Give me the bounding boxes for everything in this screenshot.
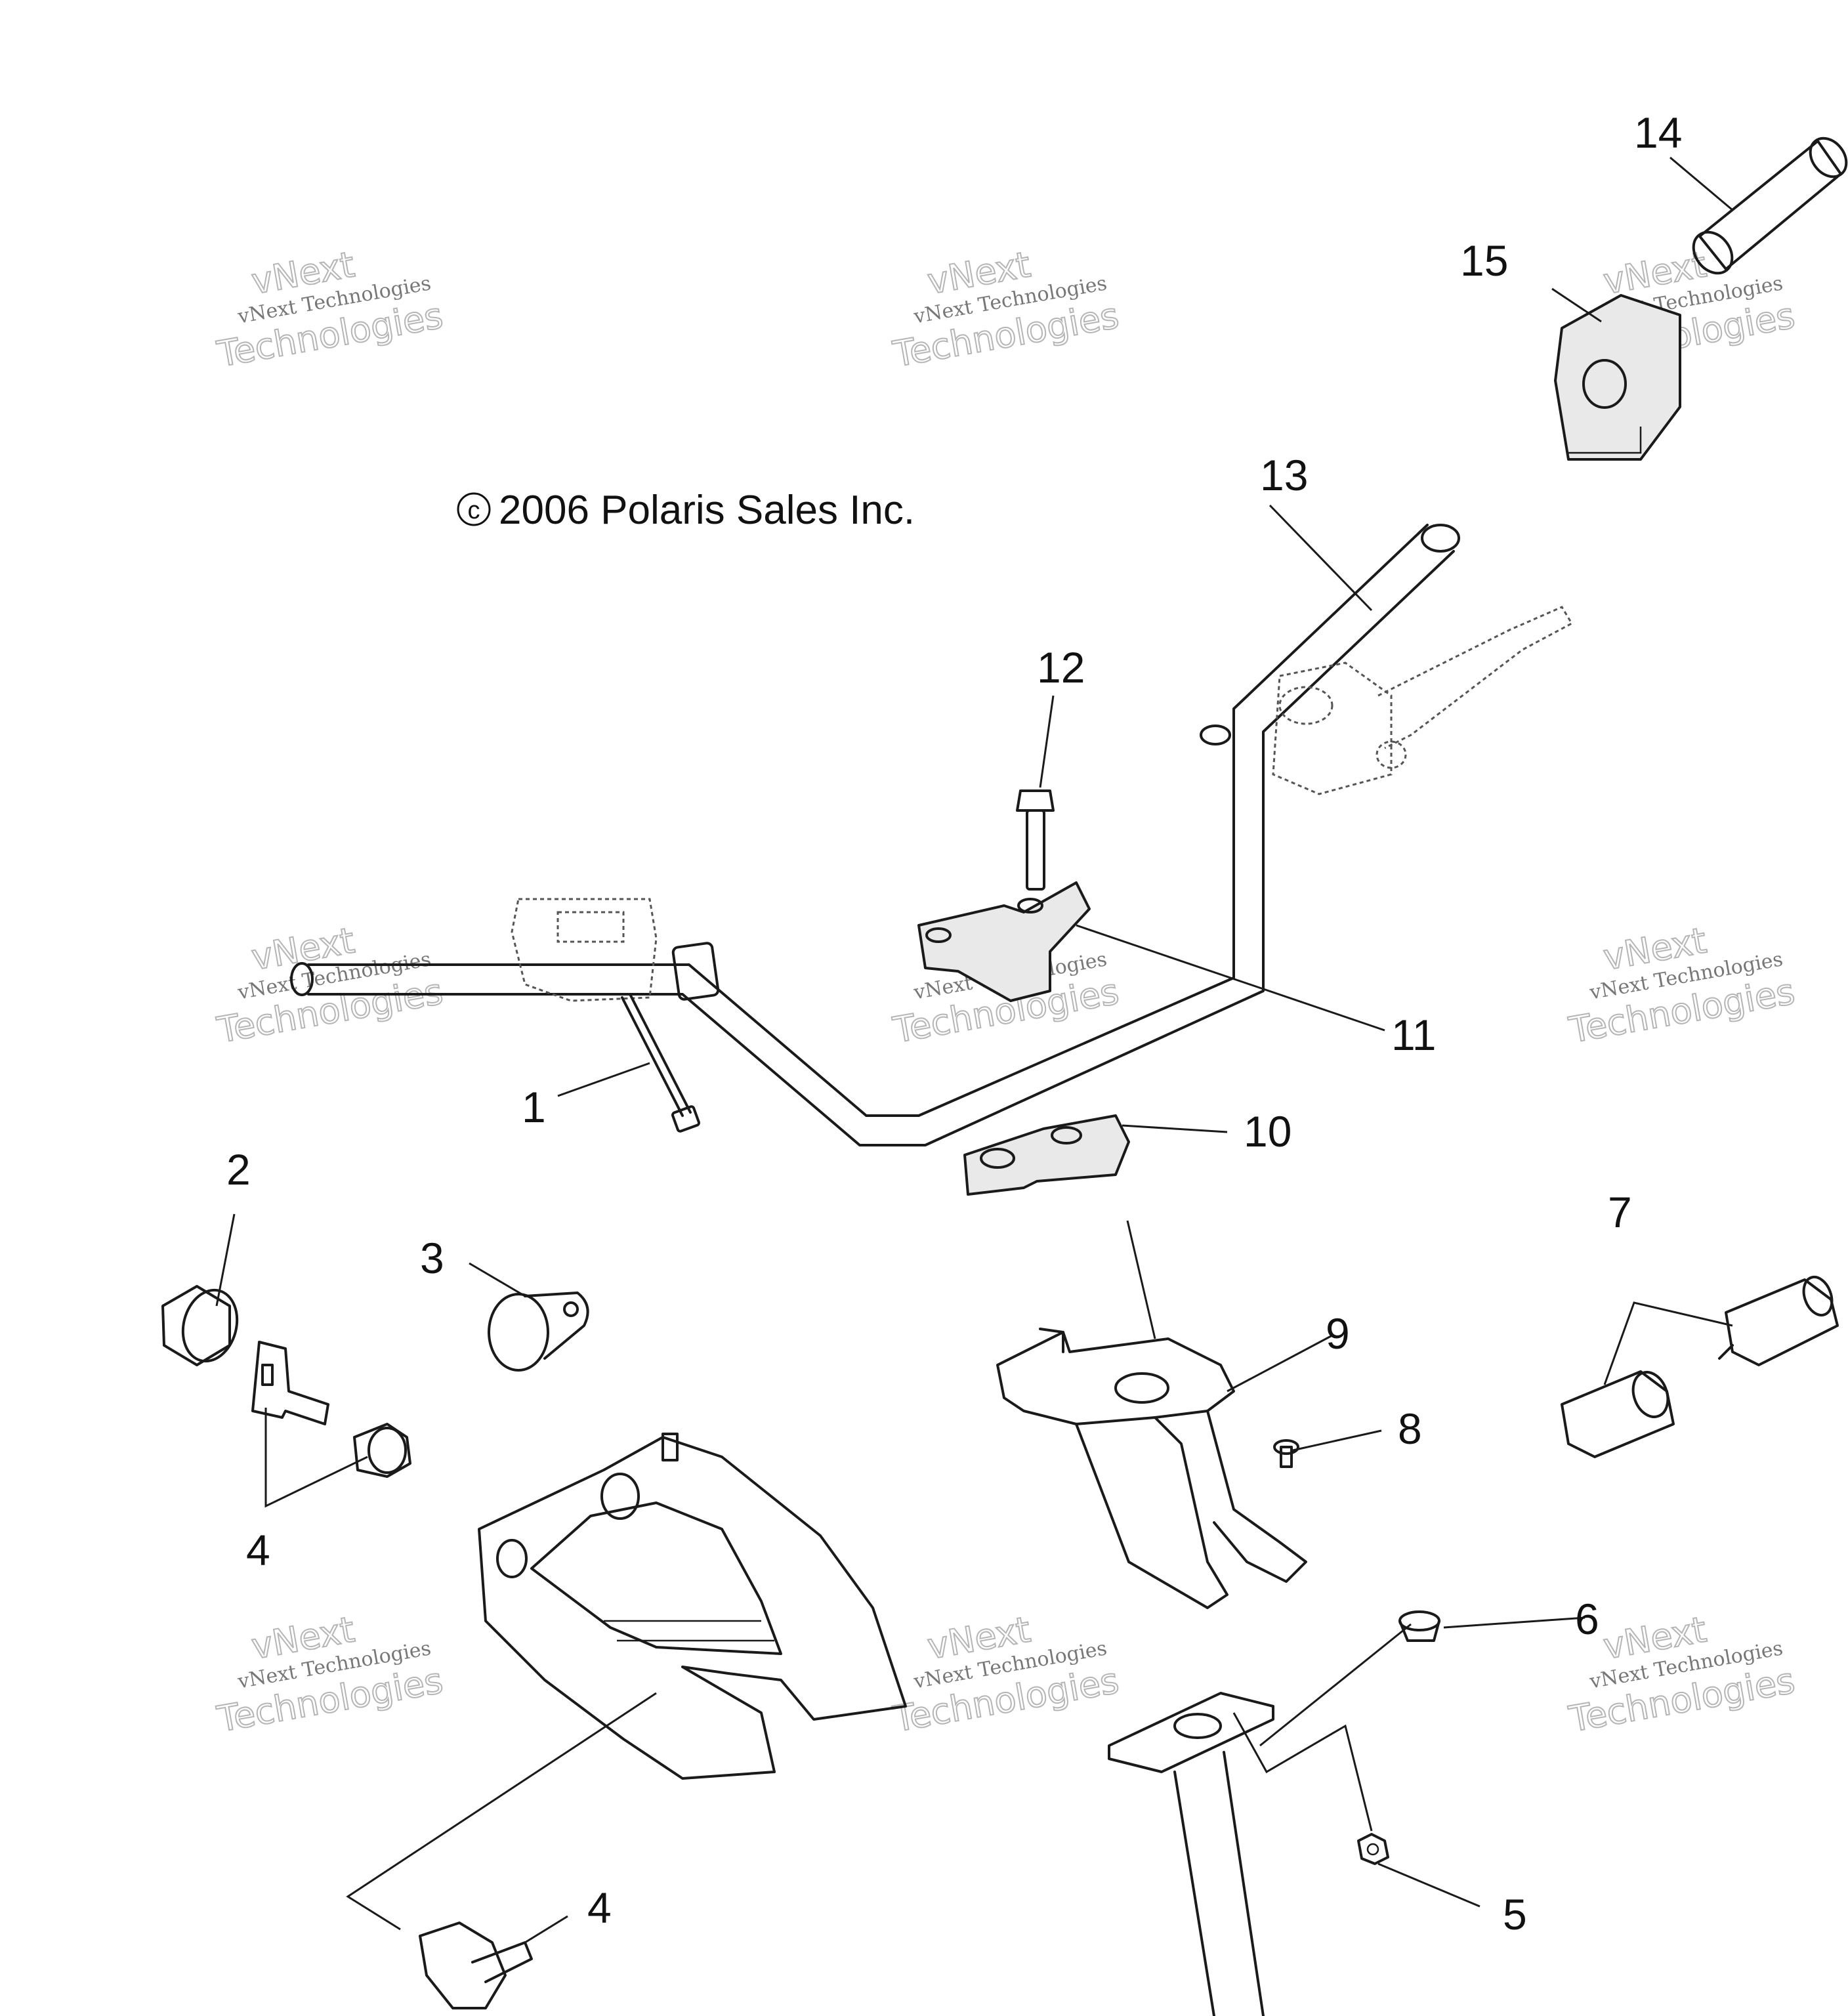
copyright-circle [457,492,491,526]
hand-grip [1692,136,1848,275]
callout-9: 9 [1326,1309,1350,1358]
bushing [1398,1610,1440,1642]
watermark-2: vNext vNext Technologies Technologies [889,243,1123,375]
cap [161,1285,239,1366]
callout-4-lower: 4 [587,1883,612,1932]
watermark-7: vNext vNext Technologies Technologies [213,1608,447,1740]
leader-lines [215,156,1733,1944]
callout-6: 6 [1575,1595,1599,1643]
copyright-symbol: c [468,497,480,524]
ignition-switch [1561,1275,1839,1458]
handlebar [290,524,1574,1146]
callout-13: 13 [1260,451,1308,499]
clamp-bolt [1016,789,1055,891]
watermark-8: vNext vNext Technologies Technologies [889,1608,1123,1740]
copyright-notice: c 2006 Polaris Sales Inc. [457,488,915,533]
callout-12: 12 [1037,643,1085,692]
retainer-nut [353,1423,411,1478]
lower-clamp [963,1114,1130,1196]
small-screw [1273,1439,1299,1468]
callout-10: 10 [1244,1107,1292,1156]
callout-11: 11 [1391,1011,1437,1059]
callout-4-upper: 4 [246,1526,270,1574]
watermark-1: vNext vNext Technologies Technologies [213,243,447,375]
callout-7: 7 [1608,1188,1632,1236]
callout-8: 8 [1398,1404,1422,1453]
upper-clamp [917,881,1091,1002]
bulb-socket [419,1922,533,2009]
watermark-4: vNext vNext Technologies Technologies [213,919,447,1051]
copyright-text: 2006 Polaris Sales Inc. [499,488,915,533]
headlight-pod [478,1433,907,1780]
handlebar-bolt [621,942,720,1133]
callout-3: 3 [420,1234,444,1282]
grommet [488,1292,589,1372]
hex-nut [1357,1833,1389,1865]
callout-2: 2 [226,1145,251,1194]
watermark-6: vNext vNext Technologies Technologies [1565,919,1799,1051]
callout-15: 15 [1460,236,1508,285]
steering-post [1108,1692,1274,2016]
retainer-clip [251,1341,329,1425]
callout-1: 1 [522,1083,546,1131]
callout-5: 5 [1503,1890,1527,1939]
callouts: 14 15 13 12 11 10 1 2 3 7 9 8 4 6 4 5 [226,108,1682,1939]
mounting-bracket [996,1328,1307,1609]
switch-housing [1554,294,1681,461]
callout-14: 14 [1634,108,1682,157]
